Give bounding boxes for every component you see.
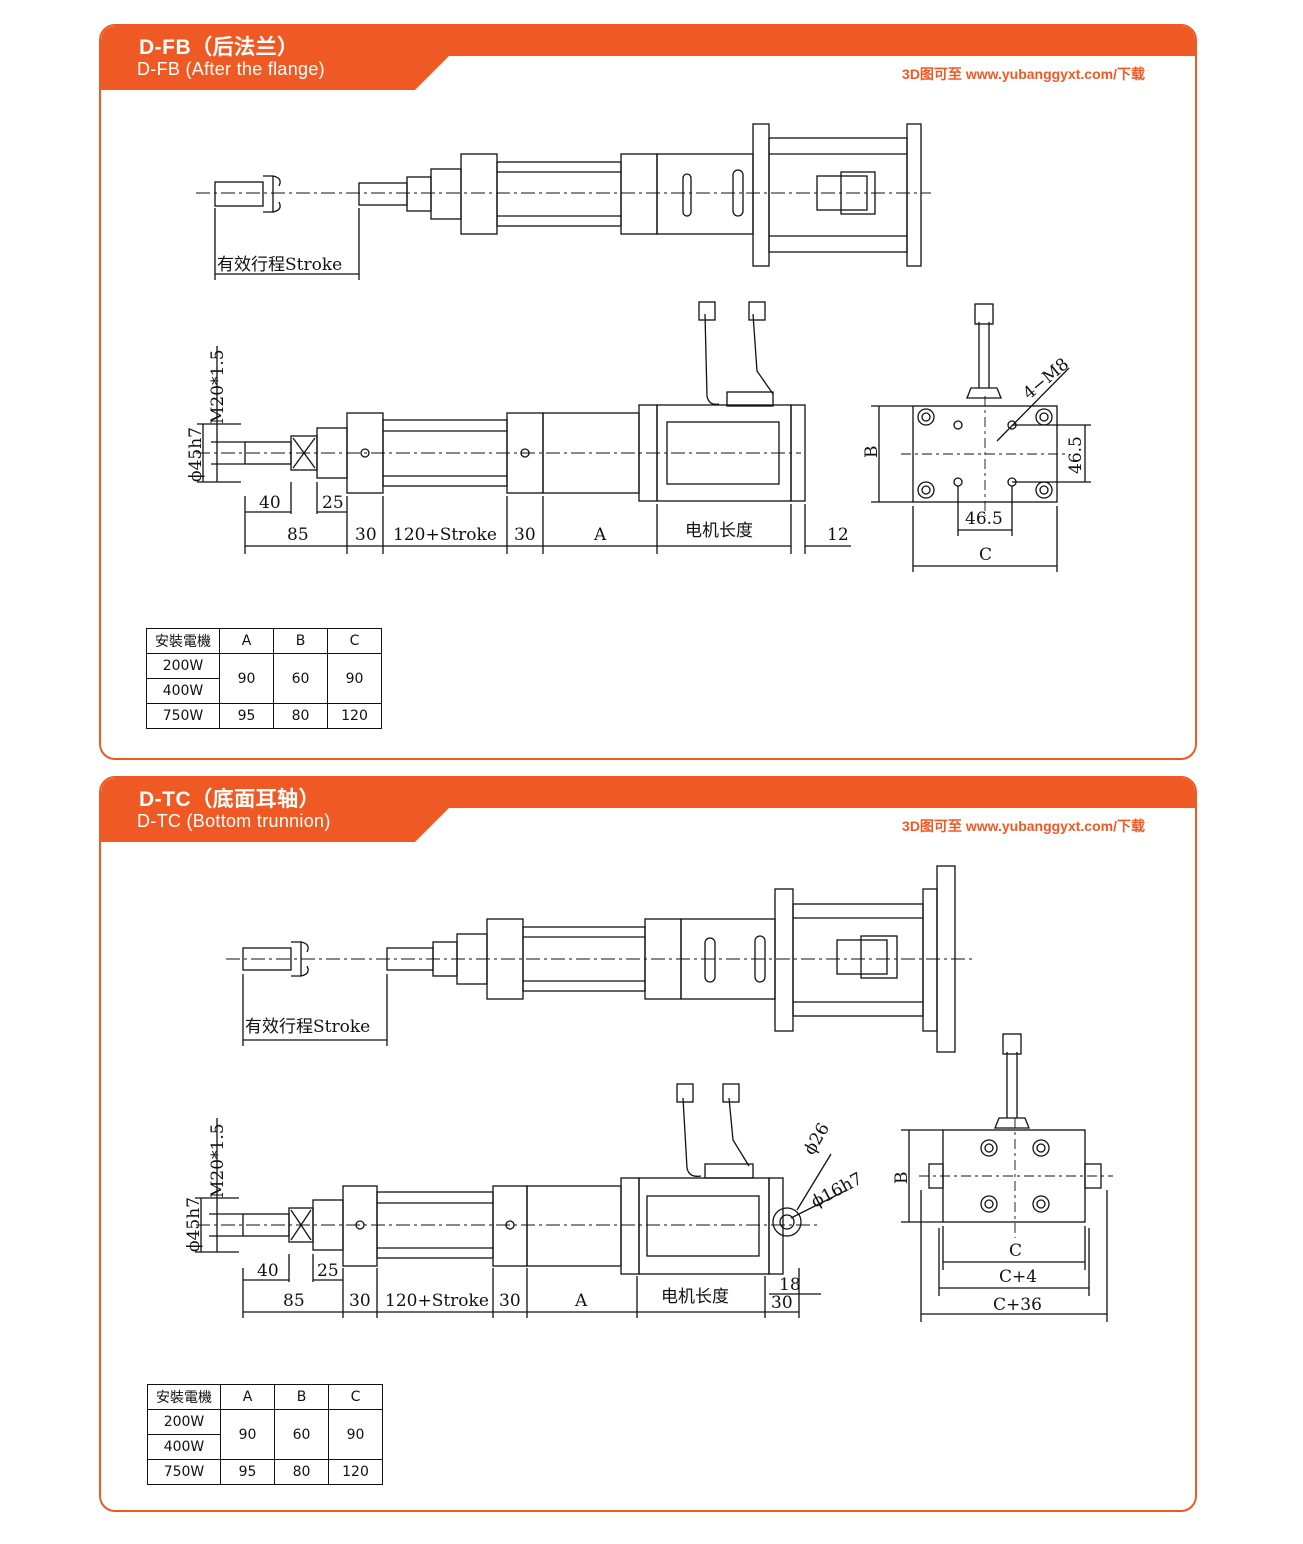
dim-m20: M20*1.5	[208, 349, 228, 424]
dim-120-stroke: 120+Stroke	[393, 525, 497, 545]
table-cell: 750W	[147, 1459, 221, 1485]
title-band	[101, 778, 1195, 844]
table-row: 400W	[146, 678, 382, 704]
dim-30a: 30	[355, 525, 377, 545]
table-cell: 95	[219, 703, 274, 729]
table-cell: 60	[273, 653, 328, 704]
download-link[interactable]: 3D图可至 www.yubanggyxt.com/下载	[902, 818, 1145, 834]
dim-30b: 30	[514, 525, 536, 545]
top-view	[196, 123, 931, 267]
table-cell: 200W	[147, 1409, 221, 1435]
table-cell: 95	[220, 1459, 275, 1485]
side-view	[196, 1083, 848, 1275]
dim-d45: ϕ45h7	[184, 1197, 204, 1252]
end-view	[901, 1033, 1113, 1322]
dim-c: C	[979, 545, 992, 565]
panel-d-tc: D-TC（底面耳轴） D-TC (Bottom trunnion) 3D图可至 …	[99, 776, 1197, 1512]
end-view	[871, 303, 1091, 572]
dim-40: 40	[257, 1261, 279, 1281]
dim-stroke: 有效行程Stroke	[245, 1017, 370, 1037]
side-dims	[197, 346, 851, 554]
title-band	[101, 26, 1195, 92]
dim-30a: 30	[349, 1291, 371, 1311]
table-header: A	[220, 1384, 275, 1410]
dim-85: 85	[283, 1291, 305, 1311]
d-fb-drawing: 有效行程Stroke M20*1.5 ϕ45h7 40 25 85 30 120…	[186, 123, 1091, 572]
dim-motor: 电机长度	[685, 521, 753, 541]
table-cell: 200W	[146, 653, 220, 679]
table-cell: 120	[327, 703, 382, 729]
table-header-row: 安裝電機 A B C	[146, 628, 382, 654]
table-header: 安裝電機	[147, 1384, 221, 1410]
table-header: C	[328, 1384, 383, 1410]
stroke-dim	[214, 208, 360, 280]
dim-85: 85	[287, 525, 309, 545]
section-subtitle: D-FB (After the flange)	[137, 59, 325, 79]
panel-d-fb: D-FB（后法兰） D-FB (After the flange) 3D图可至 …	[99, 24, 1197, 760]
table-row: 200W 90 60 90	[147, 1409, 383, 1460]
table-cell: 80	[274, 1459, 329, 1485]
dim-a: A	[574, 1291, 588, 1311]
table-header-row: 安裝電機 A B C	[147, 1384, 383, 1410]
dim-12: 12	[827, 525, 849, 545]
section-subtitle: D-TC (Bottom trunnion)	[137, 811, 331, 831]
table-cell: 90	[328, 1409, 383, 1460]
dim-25: 25	[317, 1261, 339, 1281]
table-header: B	[274, 1384, 329, 1410]
d-tc-drawing: 有效行程Stroke M20*1.5 ϕ45h7 40 25 85 30 120…	[184, 865, 1113, 1322]
side-view	[196, 301, 806, 502]
table-cell: 400W	[146, 678, 220, 704]
section-title: D-TC（底面耳轴）	[139, 788, 321, 811]
dim-120-stroke: 120+Stroke	[385, 1291, 489, 1311]
table-cell: 750W	[146, 703, 220, 729]
table-row: 200W 90 60 90	[146, 653, 382, 704]
table-cell: 80	[273, 703, 328, 729]
table-cell: 90	[219, 653, 274, 704]
table-cell: 90	[327, 653, 382, 704]
dim-d45: ϕ45h7	[186, 427, 206, 482]
table-row: 750W 95 80 120	[146, 703, 382, 729]
table-cell: 60	[274, 1409, 329, 1460]
table-row: 400W	[147, 1434, 383, 1460]
table-header: C	[327, 628, 382, 654]
top-view	[226, 865, 976, 1053]
stroke-dim	[242, 974, 388, 1046]
dim-a: A	[593, 525, 607, 545]
dim-c4: C+4	[999, 1267, 1037, 1287]
dim-b: B	[862, 446, 882, 459]
dim-30b: 30	[499, 1291, 521, 1311]
dim-30c: 30	[771, 1293, 793, 1313]
side-dims	[195, 1118, 821, 1318]
section-title: D-FB（后法兰）	[139, 36, 299, 59]
dim-18: 18	[779, 1275, 801, 1295]
dim-d16h7: ϕ16h7	[808, 1169, 866, 1212]
table-cell: 400W	[147, 1434, 221, 1460]
spec-table: 安裝電機 A B C 200W 90 60 90 400W 750W 95 80…	[147, 1384, 383, 1485]
table-header: A	[219, 628, 274, 654]
table-header: 安裝電機	[146, 628, 220, 654]
table-cell: 120	[328, 1459, 383, 1485]
dim-d26: ϕ26	[800, 1120, 834, 1159]
dim-b: B	[892, 1172, 912, 1185]
dim-25: 25	[322, 493, 344, 513]
download-link[interactable]: 3D图可至 www.yubanggyxt.com/下载	[902, 66, 1145, 82]
spec-table: 安裝電機 A B C 200W 90 60 90 400W 750W 95 80…	[146, 628, 382, 729]
dim-c: C	[1009, 1241, 1022, 1261]
dim-46-5-v: 46.5	[1066, 436, 1086, 474]
dim-m20: M20*1.5	[208, 1123, 228, 1198]
dim-40: 40	[259, 493, 281, 513]
dim-c36: C+36	[993, 1295, 1042, 1315]
dim-stroke: 有效行程Stroke	[217, 255, 342, 275]
table-cell: 90	[220, 1409, 275, 1460]
dim-motor: 电机长度	[661, 1287, 729, 1307]
table-row: 750W 95 80 120	[147, 1459, 383, 1485]
table-header: B	[273, 628, 328, 654]
dim-4m8: 4−M8	[1019, 354, 1073, 404]
dim-46-5-h: 46.5	[965, 509, 1003, 529]
